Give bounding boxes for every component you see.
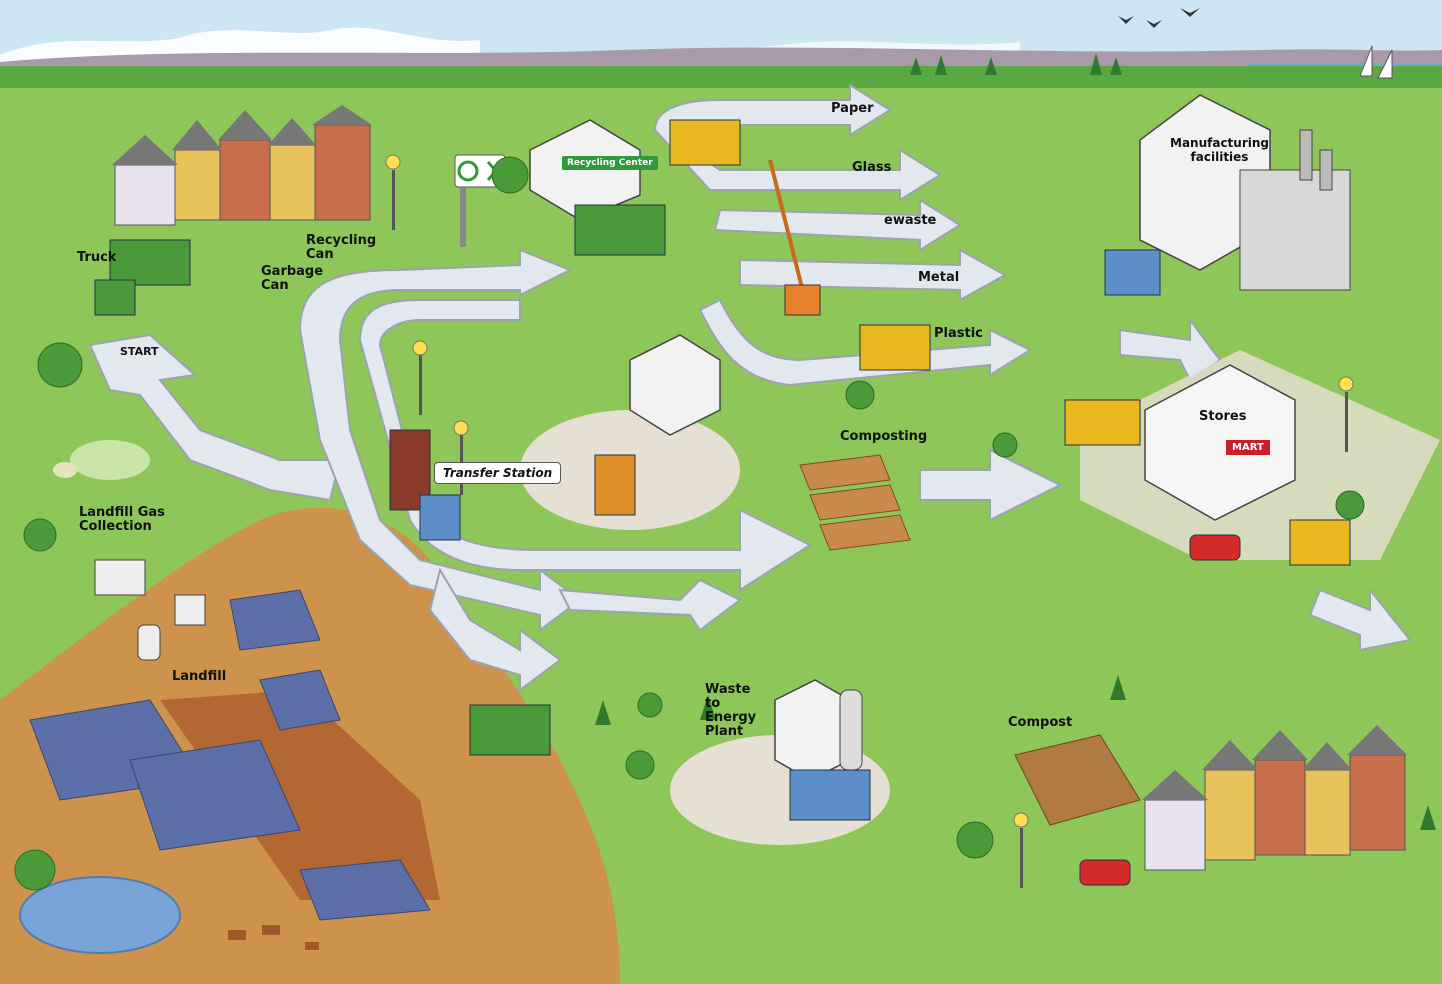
- houses-top-left: [112, 105, 372, 226]
- pond: [19, 876, 181, 954]
- deer-icon: [228, 925, 319, 950]
- golf-green: [70, 440, 150, 480]
- recycling-can-label: Recycling Can: [306, 233, 377, 262]
- landfill-gas-label: Landfill Gas Collection: [79, 505, 165, 534]
- bird-icon: [1118, 8, 1200, 28]
- sand-trap: [53, 462, 77, 478]
- paper-label: Paper: [831, 101, 874, 116]
- houses-bottom-right: [1142, 725, 1407, 871]
- landfill-label: Landfill: [172, 669, 227, 684]
- streetlamp-icon: [385, 154, 1354, 888]
- compost-beds: [799, 454, 911, 551]
- tree-icon: [910, 53, 1122, 75]
- recycling-center-sign: Recycling Center: [562, 156, 658, 170]
- transfer-building: [629, 334, 721, 436]
- tree-icon: [14, 156, 1365, 891]
- waste-to-energy-label: Waste to Energy Plant: [705, 682, 757, 739]
- sailboat-icon: [1359, 45, 1393, 79]
- manufacturing-label: Manufacturing facilities: [1170, 136, 1269, 164]
- flow-arrows: [88, 83, 1412, 692]
- composting-label: Composting: [840, 429, 928, 444]
- stores-label: Stores: [1199, 409, 1247, 424]
- waste-energy-building: [774, 679, 863, 781]
- truck-label: Truck: [77, 250, 117, 265]
- transfer-station-sign: Transfer Station: [434, 462, 562, 484]
- crane: [768, 159, 821, 316]
- gas-collection: [94, 559, 206, 661]
- metal-label: Metal: [918, 270, 960, 285]
- landfill-dirt-dark: [160, 690, 440, 900]
- compost-label: Compost: [1008, 715, 1073, 730]
- truck-icon: [94, 119, 1351, 886]
- start-label: START: [120, 345, 159, 358]
- garbage-can-label: Garbage Can: [261, 264, 324, 293]
- glass-label: Glass: [852, 160, 892, 175]
- plastic-label: Plastic: [934, 326, 983, 341]
- recycling-center-building: [529, 119, 641, 221]
- ewaste-label: ewaste: [884, 213, 937, 228]
- far-grass: [0, 66, 1442, 88]
- pine-trees: [595, 675, 1436, 830]
- landfill-cells: [29, 589, 431, 921]
- manufacturing-building: [1139, 94, 1351, 291]
- compost-garden: [1014, 734, 1141, 826]
- mart-sign: MART: [1226, 440, 1270, 455]
